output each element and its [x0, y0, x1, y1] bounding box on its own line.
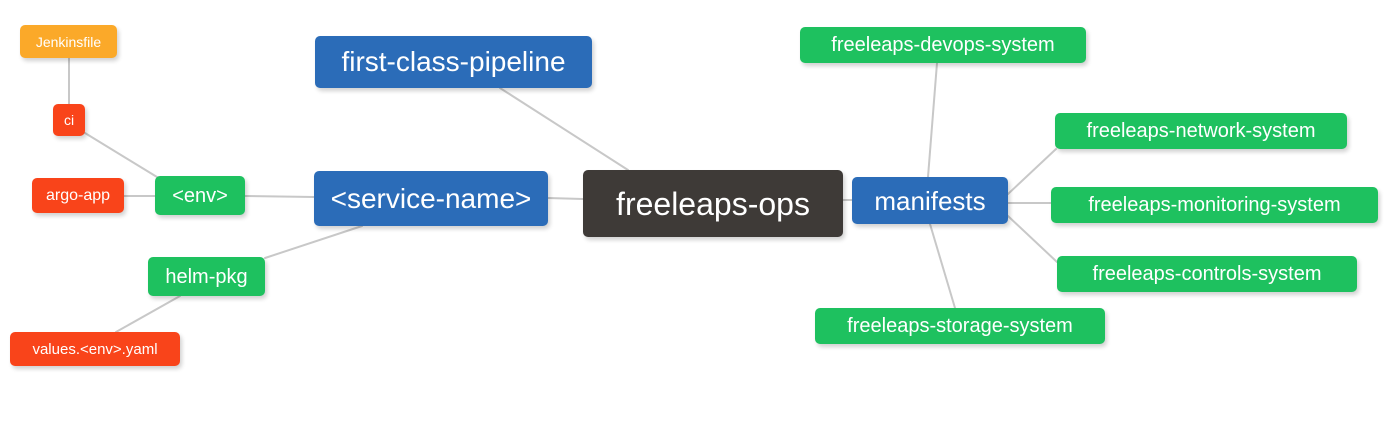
mindmap-node-freeleaps-devops-system[interactable]: freeleaps-devops-system	[800, 27, 1086, 63]
mindmap-node-freeleaps-network-system[interactable]: freeleaps-network-system	[1055, 113, 1347, 149]
mindmap-node-first-class-pipeline[interactable]: first-class-pipeline	[315, 36, 592, 88]
mindmap-node-freeleaps-controls-system[interactable]: freeleaps-controls-system	[1057, 256, 1357, 292]
mindmap-node-ci[interactable]: ci	[53, 104, 85, 136]
mindmap-node-freeleaps-ops[interactable]: freeleaps-ops	[583, 170, 843, 237]
edge-freeleaps-devops-system-to-manifests	[927, 62, 938, 178]
mindmap-node-freeleaps-monitoring-system[interactable]: freeleaps-monitoring-system	[1051, 187, 1378, 223]
edge-values-yaml-to-helm-pkg	[115, 295, 181, 333]
edge-first-class-pipeline-to-freeleaps-ops	[499, 87, 629, 171]
mindmap-node-values-yaml[interactable]: values.<env>.yaml	[10, 332, 180, 366]
edge-freeleaps-storage-system-to-manifests	[929, 223, 956, 309]
edge-service-name-to-freeleaps-ops	[547, 197, 584, 200]
edge-ci-to-env	[84, 132, 158, 178]
edge-freeleaps-network-system-to-manifests	[1007, 148, 1057, 195]
mindmap-node-argo-app[interactable]: argo-app	[32, 178, 124, 213]
mindmap-node-service-name[interactable]: <service-name>	[314, 171, 548, 226]
edge-env-to-service-name	[244, 195, 315, 198]
edge-helm-pkg-to-service-name	[264, 225, 363, 259]
edge-freeleaps-controls-system-to-manifests	[1007, 215, 1058, 263]
mindmap-node-env[interactable]: <env>	[155, 176, 245, 215]
mindmap-node-freeleaps-storage-system[interactable]: freeleaps-storage-system	[815, 308, 1105, 344]
mindmap-node-manifests[interactable]: manifests	[852, 177, 1008, 224]
mindmap-node-jenkinsfile[interactable]: Jenkinsfile	[20, 25, 117, 58]
mindmap-node-helm-pkg[interactable]: helm-pkg	[148, 257, 265, 296]
